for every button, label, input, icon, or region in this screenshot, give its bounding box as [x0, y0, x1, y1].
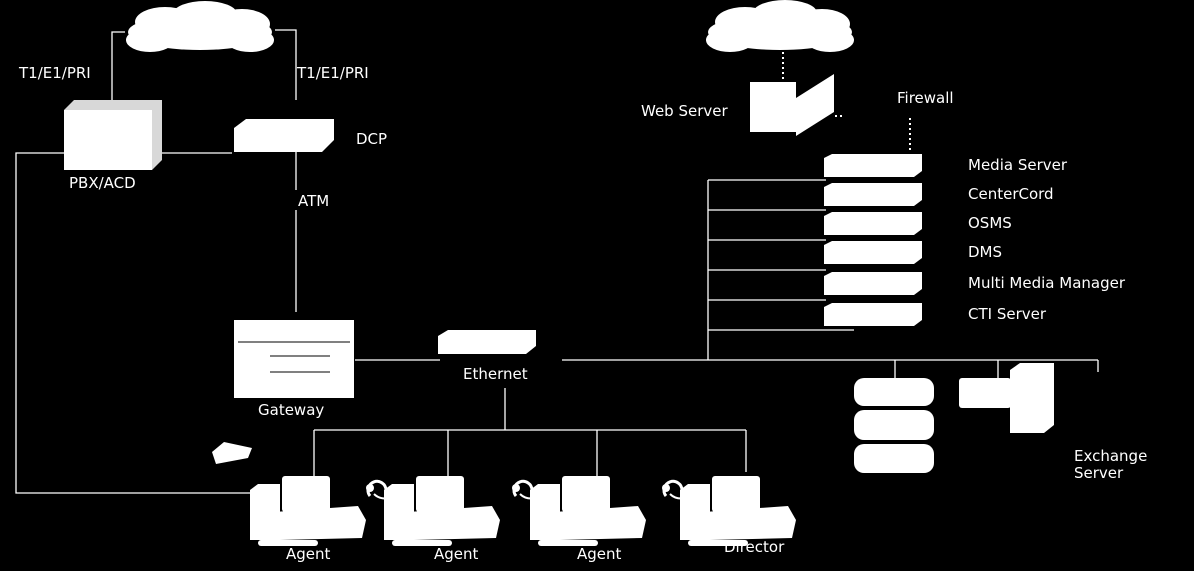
internet-cloud	[706, 0, 854, 52]
web-server-label: Web Server	[641, 102, 728, 120]
atm-label: ATM	[298, 192, 329, 210]
pstn-cloud	[126, 1, 274, 52]
firewall-icon	[796, 74, 834, 136]
workstation-label: Director	[724, 538, 785, 556]
rack-server: CTI Server	[824, 303, 1047, 326]
link-label-right: T1/E1/PRI	[296, 64, 369, 82]
rack-server: DMS	[824, 241, 1002, 264]
link-label-left: T1/E1/PRI	[18, 64, 91, 82]
rack-server: CenterCord	[824, 183, 1054, 206]
server-label: CenterCord	[968, 185, 1054, 203]
server-label: CTI Server	[968, 305, 1047, 323]
gateway-icon	[234, 320, 354, 398]
server-label: Multi Media Manager	[968, 274, 1126, 292]
workstation-label: Agent	[286, 545, 331, 563]
phone-icon	[212, 442, 252, 464]
dcp-label: DCP	[356, 130, 387, 148]
dcp-switch-icon	[234, 119, 334, 152]
rack-server: Media Server	[824, 154, 1068, 177]
workstation: Agent	[250, 476, 366, 563]
server-label: DMS	[968, 243, 1002, 261]
exchange-server-label: Exchange Server	[1074, 447, 1152, 482]
workstation: Director	[662, 476, 796, 556]
workstation-label: Agent	[434, 545, 479, 563]
pbx-label: PBX/ACD	[69, 174, 136, 192]
firewall-label: Firewall	[897, 89, 954, 107]
server-label: Media Server	[968, 156, 1068, 174]
server-label: OSMS	[968, 214, 1012, 232]
workstation: Agent	[366, 476, 500, 563]
gateway-label: Gateway	[258, 401, 324, 419]
database-icon	[854, 378, 934, 473]
rack-server: OSMS	[824, 212, 1012, 235]
web-server-icon	[750, 82, 796, 132]
workstations: Agent Agent Agent Director	[250, 476, 796, 563]
workstation: Agent	[512, 476, 646, 563]
ethernet-hub-icon	[438, 330, 536, 354]
pbx-acd-icon	[64, 100, 162, 170]
rack-server: Multi Media Manager	[824, 272, 1126, 295]
ethernet-label: Ethernet	[463, 365, 528, 383]
workstation-label: Agent	[577, 545, 622, 563]
exchange-server-icon	[959, 363, 1054, 433]
connection-lines	[15, 29, 1099, 494]
